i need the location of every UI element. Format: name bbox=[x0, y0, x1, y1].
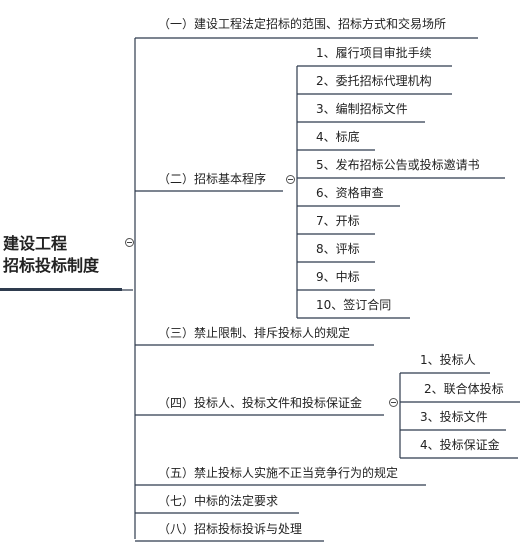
sub-item[interactable]: 1、投标人 bbox=[420, 353, 476, 367]
step-item[interactable]: 2、委托招标代理机构 bbox=[316, 74, 432, 88]
root-underline bbox=[0, 288, 122, 291]
minus-circle-icon[interactable] bbox=[125, 238, 134, 247]
branch-3[interactable]: （三）禁止限制、排斥投标人的规定 bbox=[158, 326, 351, 340]
branch-7[interactable]: （七）中标的法定要求 bbox=[158, 494, 279, 508]
step-item[interactable]: 7、开标 bbox=[316, 214, 360, 228]
root-title-line1: 建设工程 bbox=[3, 234, 68, 253]
step-item[interactable]: 4、标底 bbox=[316, 130, 360, 144]
root-title-line2: 招标投标制度 bbox=[3, 256, 100, 275]
step-item[interactable]: 8、评标 bbox=[316, 242, 360, 256]
minus-circle-icon[interactable] bbox=[389, 398, 398, 407]
step-item[interactable]: 6、资格审查 bbox=[316, 186, 384, 200]
step-item[interactable]: 1、履行项目审批手续 bbox=[316, 46, 432, 60]
branch-1[interactable]: （一）建设工程法定招标的范围、招标方式和交易场所 bbox=[158, 17, 447, 31]
branch-4[interactable]: （四）投标人、投标文件和投标保证金 bbox=[158, 396, 363, 410]
root-node[interactable]: 建设工程 招标投标制度 bbox=[3, 233, 123, 277]
branch-2[interactable]: （二）招标基本程序 bbox=[158, 172, 267, 186]
step-item[interactable]: 10、签订合同 bbox=[316, 298, 392, 312]
sub-item[interactable]: 2、联合体投标 bbox=[424, 382, 504, 396]
step-item[interactable]: 9、中标 bbox=[316, 270, 360, 284]
branch-8[interactable]: （八）招标投标投诉与处理 bbox=[158, 522, 303, 536]
minus-circle-icon[interactable] bbox=[286, 175, 295, 184]
sub-item[interactable]: 4、投标保证金 bbox=[420, 438, 500, 452]
sub-item[interactable]: 3、投标文件 bbox=[420, 410, 488, 424]
step-item[interactable]: 3、编制招标文件 bbox=[316, 102, 408, 116]
step-item[interactable]: 5、发布招标公告或投标邀请书 bbox=[316, 158, 480, 172]
branch-5[interactable]: （五）禁止投标人实施不正当竞争行为的规定 bbox=[158, 466, 399, 480]
